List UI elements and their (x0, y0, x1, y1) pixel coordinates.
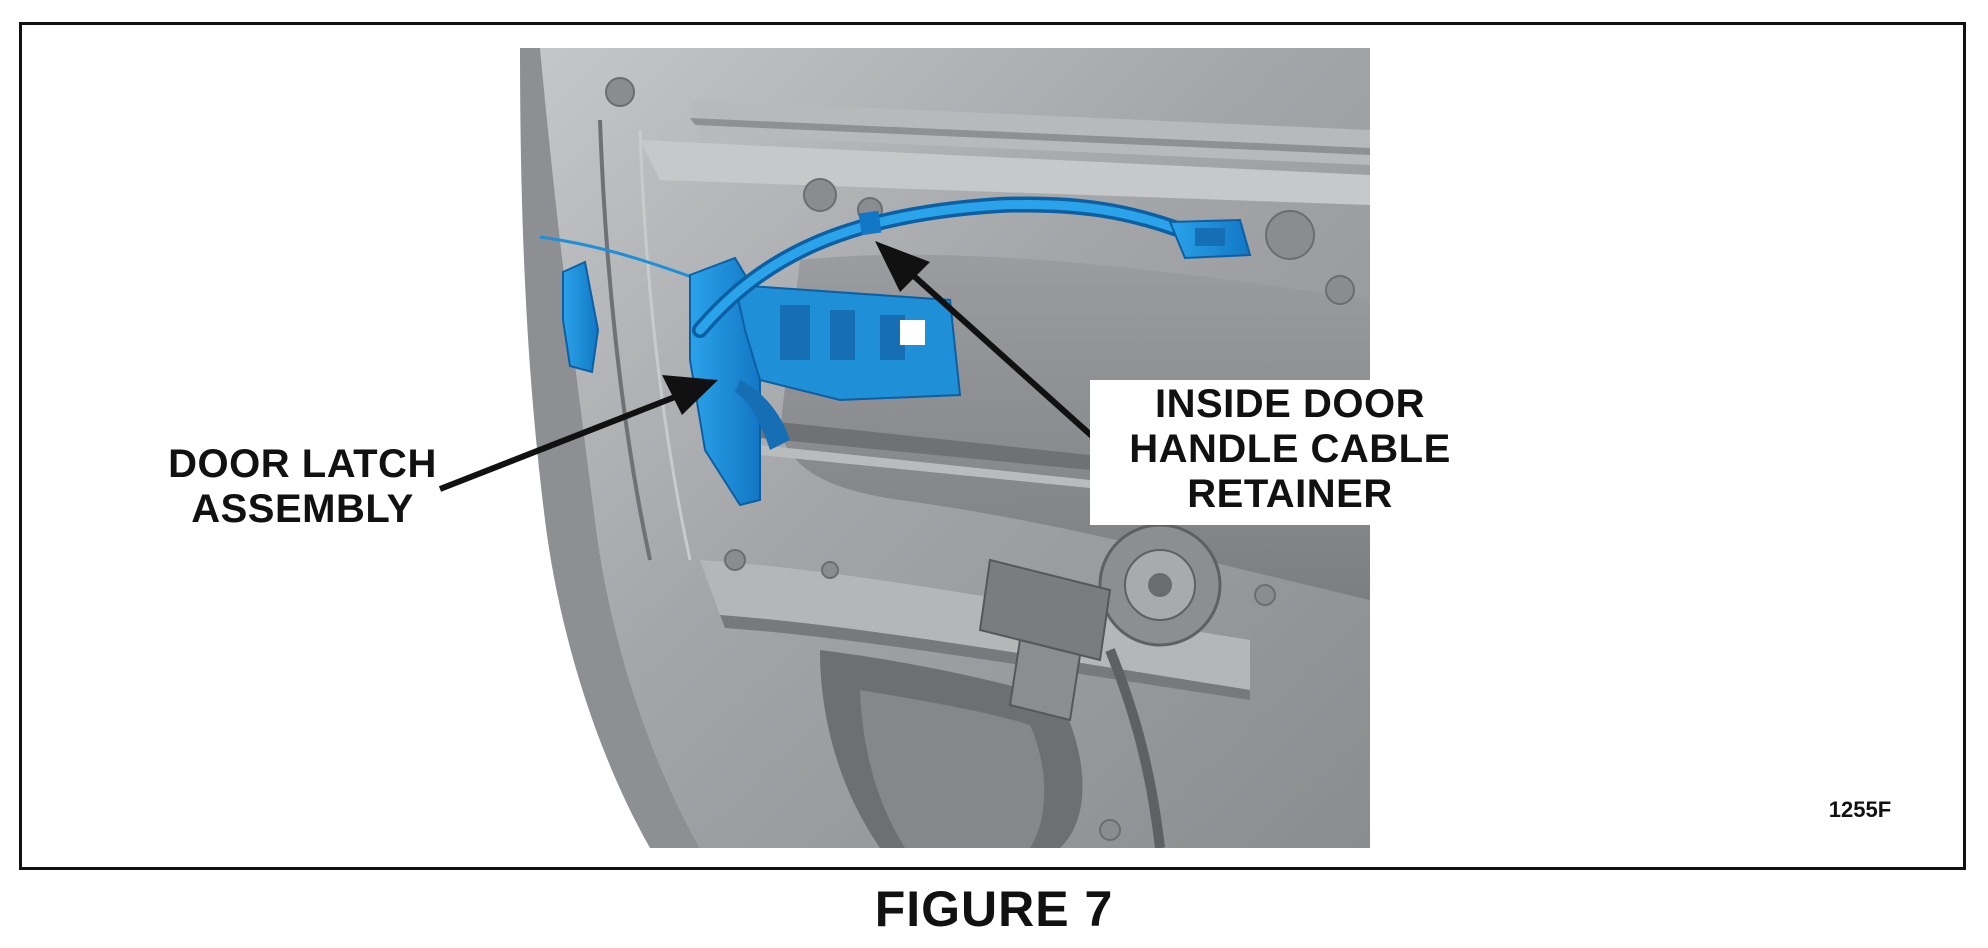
figure-code: 1255F (1828, 797, 1892, 822)
door-latch-assembly (689, 256, 962, 507)
cable-retainer-label-line3: RETAINER (1187, 472, 1393, 516)
door-latch-label: DOOR LATCH ASSEMBLY (120, 442, 485, 532)
left-bracket (562, 260, 600, 374)
door-latch-label-line1: DOOR LATCH (168, 442, 437, 486)
cable-retainer-label-line2: HANDLE CABLE (1129, 427, 1451, 471)
door-latch-arrow (438, 375, 718, 492)
inside-door-handle-cable (692, 196, 1252, 338)
cable-retainer-arrow (875, 241, 1096, 440)
door-latch-label-line2: ASSEMBLY (191, 487, 414, 531)
cable-retainer-label-line1: INSIDE DOOR (1155, 382, 1425, 426)
window-motor (978, 523, 1222, 848)
cable-retainer-label: INSIDE DOOR HANDLE CABLE RETAINER (1090, 380, 1490, 525)
figure-caption: FIGURE 7 (874, 881, 1114, 937)
